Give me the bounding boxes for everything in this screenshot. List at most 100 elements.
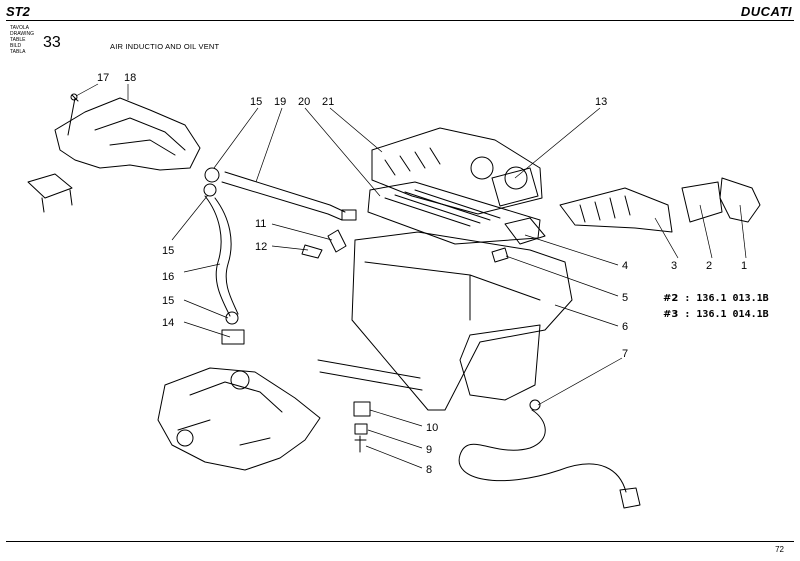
callout-1: 1 — [741, 260, 747, 272]
part-5-fitting — [491, 247, 509, 263]
part-21-lid-port-left — [470, 156, 494, 180]
callout-3: 3 — [671, 260, 677, 272]
table-label: TABLE — [10, 37, 26, 43]
part-20-filter-pleats — [384, 189, 501, 227]
engine-case-port — [230, 370, 250, 390]
table-label-block: TAVOLA DRAWING TABLE BILD TABLA — [10, 25, 34, 55]
frame-tube — [317, 359, 423, 391]
leader-20 — [304, 107, 381, 197]
part-code-ref: #2 — [663, 293, 679, 304]
part-13-intake — [491, 167, 539, 207]
part-7-clip — [529, 399, 541, 411]
part-16-hose — [204, 195, 239, 317]
callout-14: 14 — [162, 317, 174, 329]
part-9-bush — [354, 423, 368, 435]
page-title: AIR INDUCTIO AND OIL VENT — [110, 42, 220, 51]
leader-8 — [365, 445, 423, 469]
part-code-list: #2 : 136.1 013.1B #3 : 136.1 014.1B — [663, 291, 769, 323]
part-17-screw — [67, 94, 79, 136]
model-name: ST2 — [6, 4, 30, 19]
leader-12 — [271, 245, 309, 251]
part-11-clip — [327, 229, 347, 253]
part-14-grommet — [221, 329, 245, 345]
leader-11 — [271, 223, 333, 241]
callout-13: 13 — [595, 96, 607, 108]
part-code-ref: #3 — [663, 309, 679, 320]
leader-3 — [654, 217, 679, 259]
hose-end-fitting — [341, 209, 357, 221]
part-7-drain-hose — [458, 409, 627, 493]
part-10-grommet — [353, 401, 371, 417]
leader-5 — [505, 255, 619, 297]
part-4-gasket — [504, 217, 546, 245]
cover-bracket — [27, 173, 73, 213]
part-code-row: #2 : 136.1 013.1B — [663, 291, 769, 307]
part-17-screw-head — [70, 93, 78, 101]
part-21-airbox-lid — [371, 127, 543, 215]
table-number: 33 — [43, 34, 61, 51]
part-8-bolt — [354, 435, 367, 453]
callout-8: 8 — [426, 464, 432, 476]
table-label: DRAWING — [10, 31, 34, 37]
callout-11: 11 — [255, 218, 266, 230]
callout-21: 21 — [322, 96, 334, 108]
callout-4: 4 — [622, 260, 628, 272]
leader-13 — [514, 107, 601, 179]
leader-6 — [554, 304, 619, 327]
callout-5: 5 — [622, 292, 628, 304]
part-3-duct — [559, 187, 673, 233]
callout-19: 19 — [274, 96, 286, 108]
table-label: BILD — [10, 43, 22, 49]
engine-case-detail — [177, 381, 283, 446]
leader-7 — [537, 357, 623, 406]
leader-16 — [183, 263, 221, 273]
callout-7: 7 — [622, 348, 628, 360]
part-12-spacer — [301, 244, 323, 259]
callout-9: 9 — [426, 444, 432, 456]
part-18-cover — [54, 97, 201, 171]
callout-18: 18 — [124, 72, 136, 84]
footer-rule — [6, 541, 794, 542]
leader-17 — [75, 83, 99, 97]
part-2-gasket — [681, 181, 723, 223]
leader-14 — [183, 321, 231, 338]
part-15-clamp-lower — [225, 311, 239, 325]
leader-9 — [367, 429, 423, 449]
part-code-value: : 136.1 014.1B — [684, 309, 769, 320]
header-rule — [6, 20, 794, 21]
callout-15c: 15 — [162, 295, 174, 307]
leader-10 — [369, 409, 423, 427]
callout-10: 10 — [426, 422, 438, 434]
table-label: TABLA — [10, 49, 26, 55]
leader-15c — [183, 299, 229, 319]
part-21-lid-port-right — [504, 166, 528, 190]
part-3-duct-ribs — [579, 195, 631, 223]
part-1-ring — [719, 177, 761, 223]
page-number: 72 — [775, 545, 784, 554]
callout-12: 12 — [255, 241, 267, 253]
leader-4 — [524, 234, 619, 266]
part-15-clamp-mid — [203, 183, 217, 197]
engine-case-hole — [176, 429, 194, 447]
callout-15a: 15 — [250, 96, 262, 108]
brand-name: DUCATI — [740, 4, 792, 19]
part-code-row: #3 : 136.1 014.1B — [663, 307, 769, 323]
part-21-lid-ribs — [384, 147, 441, 176]
leader-21 — [329, 107, 383, 153]
engine-case — [157, 367, 321, 471]
callout-20: 20 — [298, 96, 310, 108]
part-15-clamp-upper — [204, 167, 220, 183]
part-7-drain-cap — [619, 487, 641, 509]
callout-17: 17 — [97, 72, 109, 84]
leader-1 — [739, 204, 747, 259]
table-label: TAVOLA — [10, 25, 29, 31]
callout-6: 6 — [622, 321, 628, 333]
airbox-body-edge — [364, 261, 541, 321]
leader-19 — [255, 107, 283, 183]
leader-2 — [699, 204, 713, 259]
airbox-body — [351, 231, 573, 411]
callout-15b: 15 — [162, 245, 174, 257]
part-code-value: : 136.1 013.1B — [684, 293, 769, 304]
part-19-hose — [221, 171, 346, 221]
